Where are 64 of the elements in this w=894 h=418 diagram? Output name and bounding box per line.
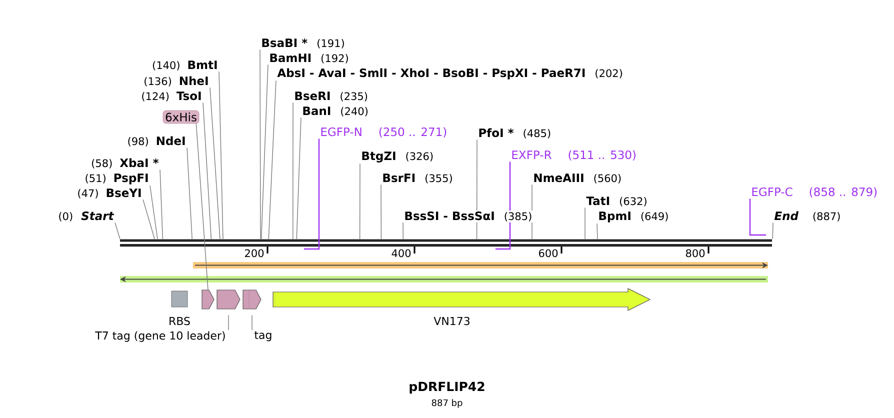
enzyme-label: (124) TsoI [142, 92, 201, 102]
enzyme-label: (47) BseYI [78, 188, 141, 198]
enzyme-label: BsaBI * (191) [262, 38, 344, 48]
enzyme-label: (58) XbaI * [92, 158, 159, 168]
enzyme-label: BanI (240) [303, 106, 368, 116]
rbs-feature: RBS [170, 290, 190, 326]
primer-label: EGFP-N (250 .. 271) [321, 127, 446, 138]
enzyme-label: (136) NheI [144, 76, 208, 86]
leader-line [359, 163, 360, 240]
leader-line [772, 222, 774, 240]
enzyme-label: BtgZI (326) [362, 152, 433, 162]
node-label: VN173 [434, 316, 470, 326]
enzyme-label: BsrFI (355) [383, 174, 452, 184]
node-label: RBS [170, 316, 190, 326]
sequence-end-label: (0) Start [59, 211, 114, 222]
leader-line [402, 222, 404, 240]
feature-pentagon [202, 290, 214, 310]
enzyme-label: (51) PspFI [86, 174, 148, 184]
primer-label: EGFP-C (858 .. 879) [752, 187, 877, 198]
leader-line [260, 49, 261, 240]
title: pDRFLIP42 [410, 382, 484, 394]
sequence-backbone [120, 239, 772, 247]
leader-line [749, 198, 766, 236]
caption: 887 bp [432, 399, 462, 408]
leader-line [150, 185, 158, 240]
leader-line [296, 117, 302, 240]
enzyme-label: (98) NdeI [128, 136, 185, 146]
enzyme-label: BamHI (192) [270, 54, 348, 64]
leader-line [196, 123, 208, 290]
leader-line [380, 184, 382, 240]
leader-line [304, 138, 320, 250]
enzyme-label: BseRI (235) [295, 92, 368, 102]
leader-line [202, 102, 212, 240]
leader-line [114, 222, 120, 240]
enzyme-label: PfoI * (485) [479, 128, 550, 138]
leader-line [160, 169, 164, 240]
feature-label: T7 tag (gene 10 leader) [95, 331, 225, 342]
leader-line [596, 223, 598, 240]
leader-line [228, 314, 229, 330]
feature-pentagon [216, 290, 240, 310]
enzyme-label: BssSI - BssSαI (385) [403, 210, 534, 222]
leader-line [260, 64, 268, 240]
leader-line [218, 71, 224, 240]
leader-line [292, 102, 294, 240]
leader-line [496, 162, 511, 250]
leader-line [268, 80, 276, 240]
enzyme-label: TatI (632) [586, 196, 646, 206]
leader-line [584, 207, 586, 240]
tick-label: 200 [245, 249, 264, 258]
feature-label: tag [254, 331, 272, 342]
enzyme-label: (140) BmtI [152, 60, 217, 70]
enzyme-label: AbsI - AvaI - SmlI - XhoI - BsoBI - PspXI - PaeR7I (202) [277, 68, 622, 80]
feature-tag: 6xHis [162, 110, 200, 124]
primer-label: EXFP-R (511 .. 530) [512, 150, 636, 161]
tick-label: 400 [392, 249, 411, 258]
sequence-end-label: End (887) [774, 211, 840, 222]
leader-line [210, 87, 220, 240]
leader-line [186, 147, 192, 240]
enzyme-label: NmeAIII (560) [534, 174, 621, 184]
leader-line [142, 199, 155, 240]
leader-line [476, 139, 478, 240]
feature-pentagon [242, 290, 262, 310]
enzyme-label: BpmI (649) [599, 212, 668, 222]
tick-label: 600 [539, 249, 558, 258]
